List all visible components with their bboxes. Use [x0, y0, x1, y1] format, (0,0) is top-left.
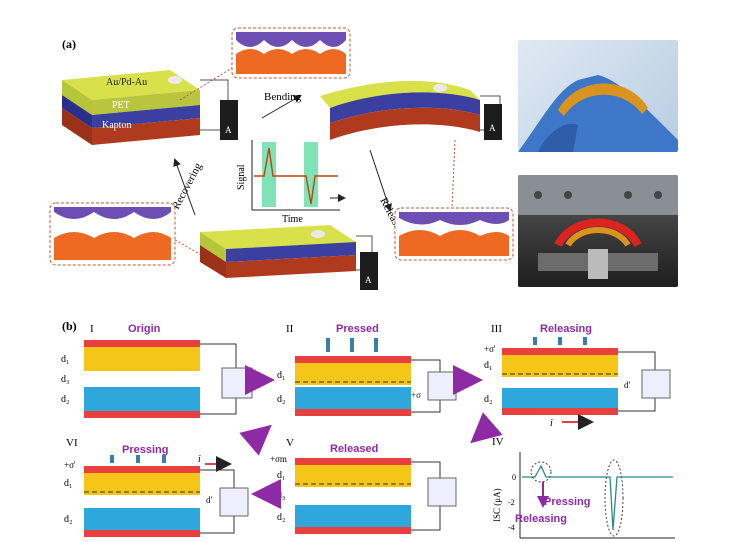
bending-arrow [261, 94, 302, 119]
stage-5-d1: d₁ [277, 470, 286, 481]
stage-3-current: i [550, 418, 553, 429]
device-flat: Au/Pd-Au PET Kapton [62, 70, 200, 145]
ammeter-2 [484, 104, 502, 140]
arrow-3-to-4 [470, 412, 503, 444]
recovering-arrow [173, 158, 196, 216]
bending-label: Bending [264, 91, 302, 103]
ammeter-3-label: A [365, 275, 372, 285]
device-bent [320, 80, 480, 140]
stage-5-d3: d₃ [277, 490, 286, 501]
stage-released: V Released +σm d₁ d₃ d₂ [270, 437, 457, 534]
iv-releasing-label: Releasing [515, 513, 567, 525]
stage-pressed: II Pressed +σ d₁ d₂ [277, 323, 457, 416]
signal-ylabel: Signal [236, 164, 247, 190]
layer-label-electrode: Au/Pd-Au [106, 77, 147, 88]
stage-pressing: VI Pressing +σ' d' i d₁ d₂ [64, 437, 249, 537]
stage-4-roman: IV [492, 436, 504, 448]
ammeter-1-label: A [225, 125, 232, 135]
iv-ytick-1: -2 [508, 498, 515, 507]
arrow-6-to-2 [239, 424, 272, 456]
stage-6-d2: d₂ [64, 514, 73, 525]
iv-ytick-2: -4 [508, 523, 515, 532]
stage-1-d2: d₂ [61, 394, 70, 405]
stage-5-d2: d₂ [277, 512, 286, 523]
panel-b-label: (b) [62, 319, 77, 333]
stage-3-d1: d₁ [484, 360, 493, 371]
stage-3-d2: d₂ [484, 394, 493, 405]
stage-6-sigma-prime: +σ' [64, 460, 76, 470]
stage-1-d1: d₁ [61, 354, 70, 365]
ammeter-3 [360, 252, 378, 290]
device-recovered [200, 225, 356, 278]
stage-5-title: Released [330, 443, 378, 455]
stage-3-title: Releasing [540, 323, 592, 335]
photo-bending-device [518, 40, 678, 152]
ammeter-1 [220, 100, 238, 140]
signal-xlabel: Time [282, 214, 303, 225]
recovering-label: Recovering [170, 161, 205, 212]
panel-a-label: (a) [62, 37, 76, 51]
stage-iv-current-plot: IV 0 -2 -4 ISC (μA) Pressing Releasing [492, 436, 675, 539]
stage-6-roman: VI [66, 437, 78, 449]
stage-2-roman: II [286, 323, 294, 335]
stage-1-title: Origin [128, 323, 161, 335]
stage-3-sigma-prime: +σ' [484, 344, 496, 354]
stage-6-title: Pressing [122, 444, 168, 456]
stage-2-title: Pressed [336, 323, 379, 335]
releasing-arrow [369, 149, 392, 212]
stage-6-current: i [198, 454, 201, 465]
stage-5-sigma-m: +σm [270, 454, 287, 464]
stage-6-d1: d₁ [64, 478, 73, 489]
stage-2-sigma: +σ [411, 390, 421, 400]
stage-releasing: III Releasing +σ' d' d₁ d₂ i [484, 323, 671, 430]
photo-test-rig [518, 175, 678, 287]
stage-6-dprime: d' [206, 495, 213, 505]
stage-2-d2: d₂ [277, 394, 286, 405]
stage-5-roman: V [286, 437, 294, 449]
stage-origin: I Origin d₁ d₃ d₂ [61, 323, 253, 418]
signal-time-plot: Signal Time [236, 140, 346, 225]
layer-label-pet: PET [112, 100, 130, 111]
stage-1-d3: d₃ [61, 374, 70, 385]
stage-2-d1: d₁ [277, 370, 286, 381]
stage-3-roman: III [491, 323, 502, 335]
iv-ylabel: ISC (μA) [492, 488, 502, 522]
ammeter-2-label: A [489, 123, 496, 133]
iv-pressing-label: Pressing [544, 496, 590, 508]
stage-3-dprime: d' [624, 380, 631, 390]
iv-ytick-0: 0 [512, 473, 516, 482]
flexible-device-strip [558, 83, 648, 116]
layer-label-kapton: Kapton [102, 120, 131, 131]
stage-1-roman: I [90, 323, 94, 335]
